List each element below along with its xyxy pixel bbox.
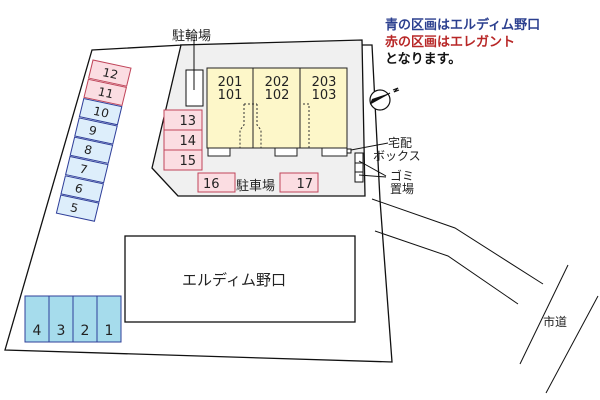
parking-stall-8: 8 [69, 136, 114, 164]
unit-number-upper: 203 [312, 75, 337, 90]
legend: 青の区画はエルディム野口 赤の区画はエレガント となります。 [385, 17, 540, 68]
bicycle-parking-label: 駐輪場 [172, 28, 211, 44]
delivery-box-label-2: ボックス [373, 149, 421, 163]
unit-number-upper: 202 [265, 75, 290, 90]
parking-label: 駐車場 [236, 179, 275, 194]
legend-blue: 青の区画はエルディム野口 [385, 18, 541, 33]
stall-number: 16 [203, 177, 220, 192]
parking-stall-15: 15 [163, 149, 203, 171]
parking-stall-1: 1 [96, 295, 122, 343]
parking-stall-5: 5 [55, 194, 100, 222]
legend-black: となります。 [385, 52, 462, 67]
parking-stall-7: 7 [64, 155, 109, 184]
stall-number: 9 [87, 123, 98, 138]
apartment-building [206, 67, 348, 157]
stall-number: 11 [96, 85, 115, 102]
parking-stall-3: 3 [48, 295, 74, 343]
stall-number: 12 [101, 65, 120, 82]
access-road [371, 198, 599, 394]
parking-stall-6: 6 [60, 175, 105, 203]
delivery-box-label: 宅配 [388, 135, 412, 150]
parking-stall-17: 17 [279, 172, 319, 193]
legend-red: 赤の区画はエレガント [385, 35, 516, 50]
unit-number-lower: 103 [312, 88, 337, 103]
delivery-box [346, 148, 352, 154]
unit-number-lower: 101 [218, 88, 243, 103]
parking-stall-14: 14 [163, 129, 203, 151]
parking-stall-12: 12 [87, 59, 132, 87]
parking-stall-10: 10 [78, 98, 123, 126]
parking-building-side: 13 14 15 [163, 109, 203, 171]
unit-number-lower: 102 [265, 88, 290, 103]
north-arrow-icon [369, 87, 400, 111]
stall-number: 1 [105, 323, 114, 339]
stall-number: 4 [33, 323, 42, 339]
main-building-label: エルディム野口 [182, 271, 286, 289]
stall-number: 8 [83, 143, 94, 158]
parking-stall-16: 16 [197, 172, 236, 193]
garbage-label: ゴミ [390, 168, 414, 183]
stall-number: 17 [296, 177, 313, 192]
stall-number: 13 [179, 114, 196, 129]
parking-stall-2: 2 [72, 295, 98, 343]
stall-number: 7 [78, 162, 89, 177]
garbage-area [354, 152, 364, 183]
parking-stall-11: 11 [83, 78, 128, 107]
main-building [124, 235, 356, 323]
stall-number: 10 [92, 104, 111, 121]
parking-stall-13: 13 [163, 109, 203, 131]
parking-stall-9: 9 [74, 117, 118, 145]
unit-number-upper: 201 [218, 75, 243, 90]
parking-stall-4: 4 [24, 295, 50, 343]
stall-number: 5 [69, 201, 80, 216]
parking-left-column: 12 11 10 9 8 7 6 5 [55, 59, 132, 222]
stall-number: 3 [57, 323, 66, 339]
stall-number: 6 [73, 181, 84, 196]
stall-number: 15 [179, 154, 196, 169]
stall-number: 14 [179, 134, 196, 149]
garbage-label-2: 置場 [390, 182, 414, 196]
city-road-label: 市道 [543, 314, 567, 329]
stall-number: 2 [81, 323, 90, 339]
